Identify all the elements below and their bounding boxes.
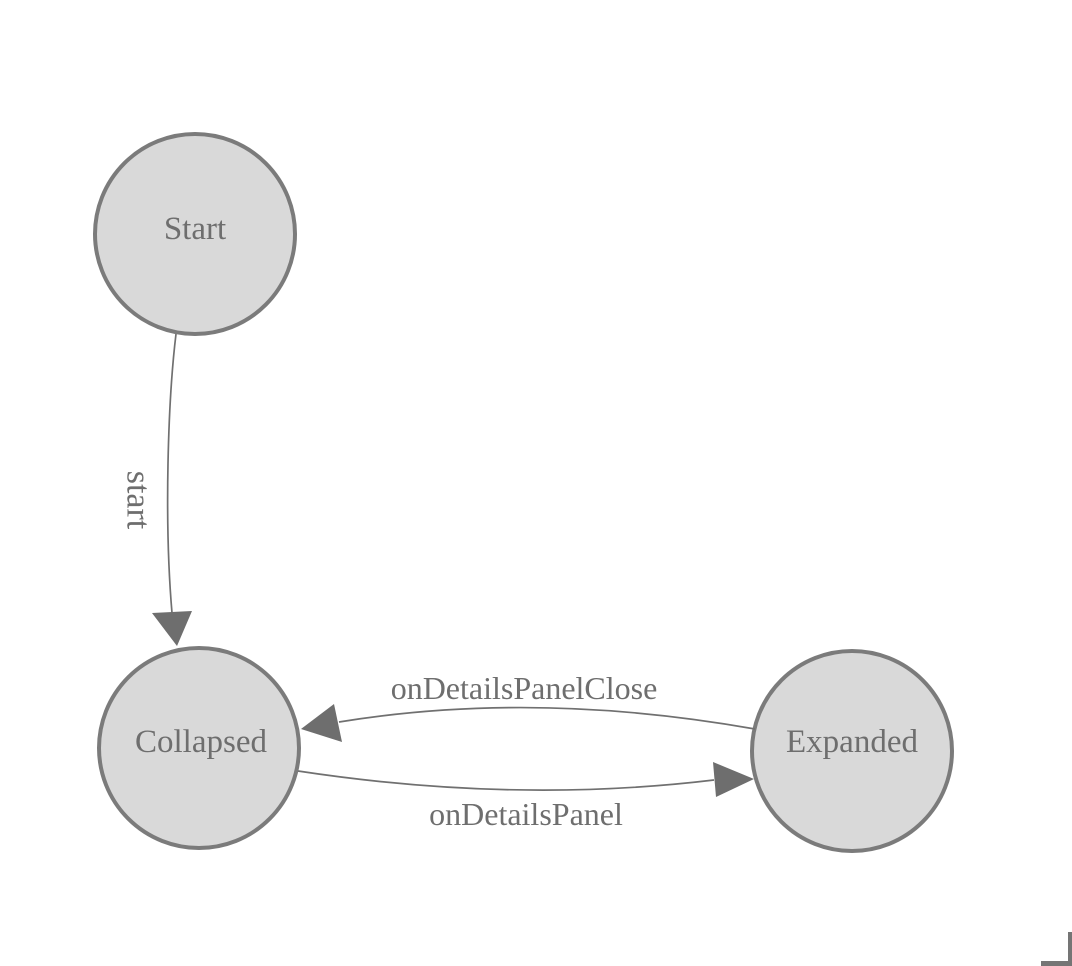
state-node-start: Start (93, 132, 297, 336)
state-label-expanded: Expanded (786, 724, 918, 760)
canvas-corner-mark (1041, 932, 1072, 966)
transition-edge-expanded-to-collapsed: onDetailsPanelClose (301, 670, 756, 742)
edge-label-start: start (120, 471, 157, 530)
transition-edge-start-to-collapsed: start (120, 333, 192, 646)
edge-label-ondetailspanel: onDetailsPanel (429, 796, 623, 832)
edge-path-start-to-collapsed (166, 333, 177, 614)
edge-label-ondetailspanelclose: onDetailsPanelClose (391, 670, 658, 706)
arrowhead-right-icon (713, 762, 754, 797)
state-circle-start[interactable] (93, 132, 297, 336)
state-circle-expanded[interactable] (750, 649, 954, 853)
corner-mark-vertical (1068, 932, 1072, 962)
transition-edge-collapsed-to-expanded: onDetailsPanel (297, 762, 754, 832)
state-node-collapsed: Collapsed (97, 646, 301, 850)
edge-path-expanded-to-collapsed (338, 706, 756, 730)
corner-mark-horizontal (1041, 961, 1072, 966)
state-label-start: Start (164, 211, 226, 247)
arrowhead-left-icon (301, 704, 342, 742)
edge-path-collapsed-to-expanded (297, 770, 715, 791)
arrowhead-down-icon (152, 611, 192, 646)
state-label-collapsed: Collapsed (135, 724, 267, 760)
state-circle-collapsed[interactable] (97, 646, 301, 850)
state-node-expanded: Expanded (750, 649, 954, 853)
